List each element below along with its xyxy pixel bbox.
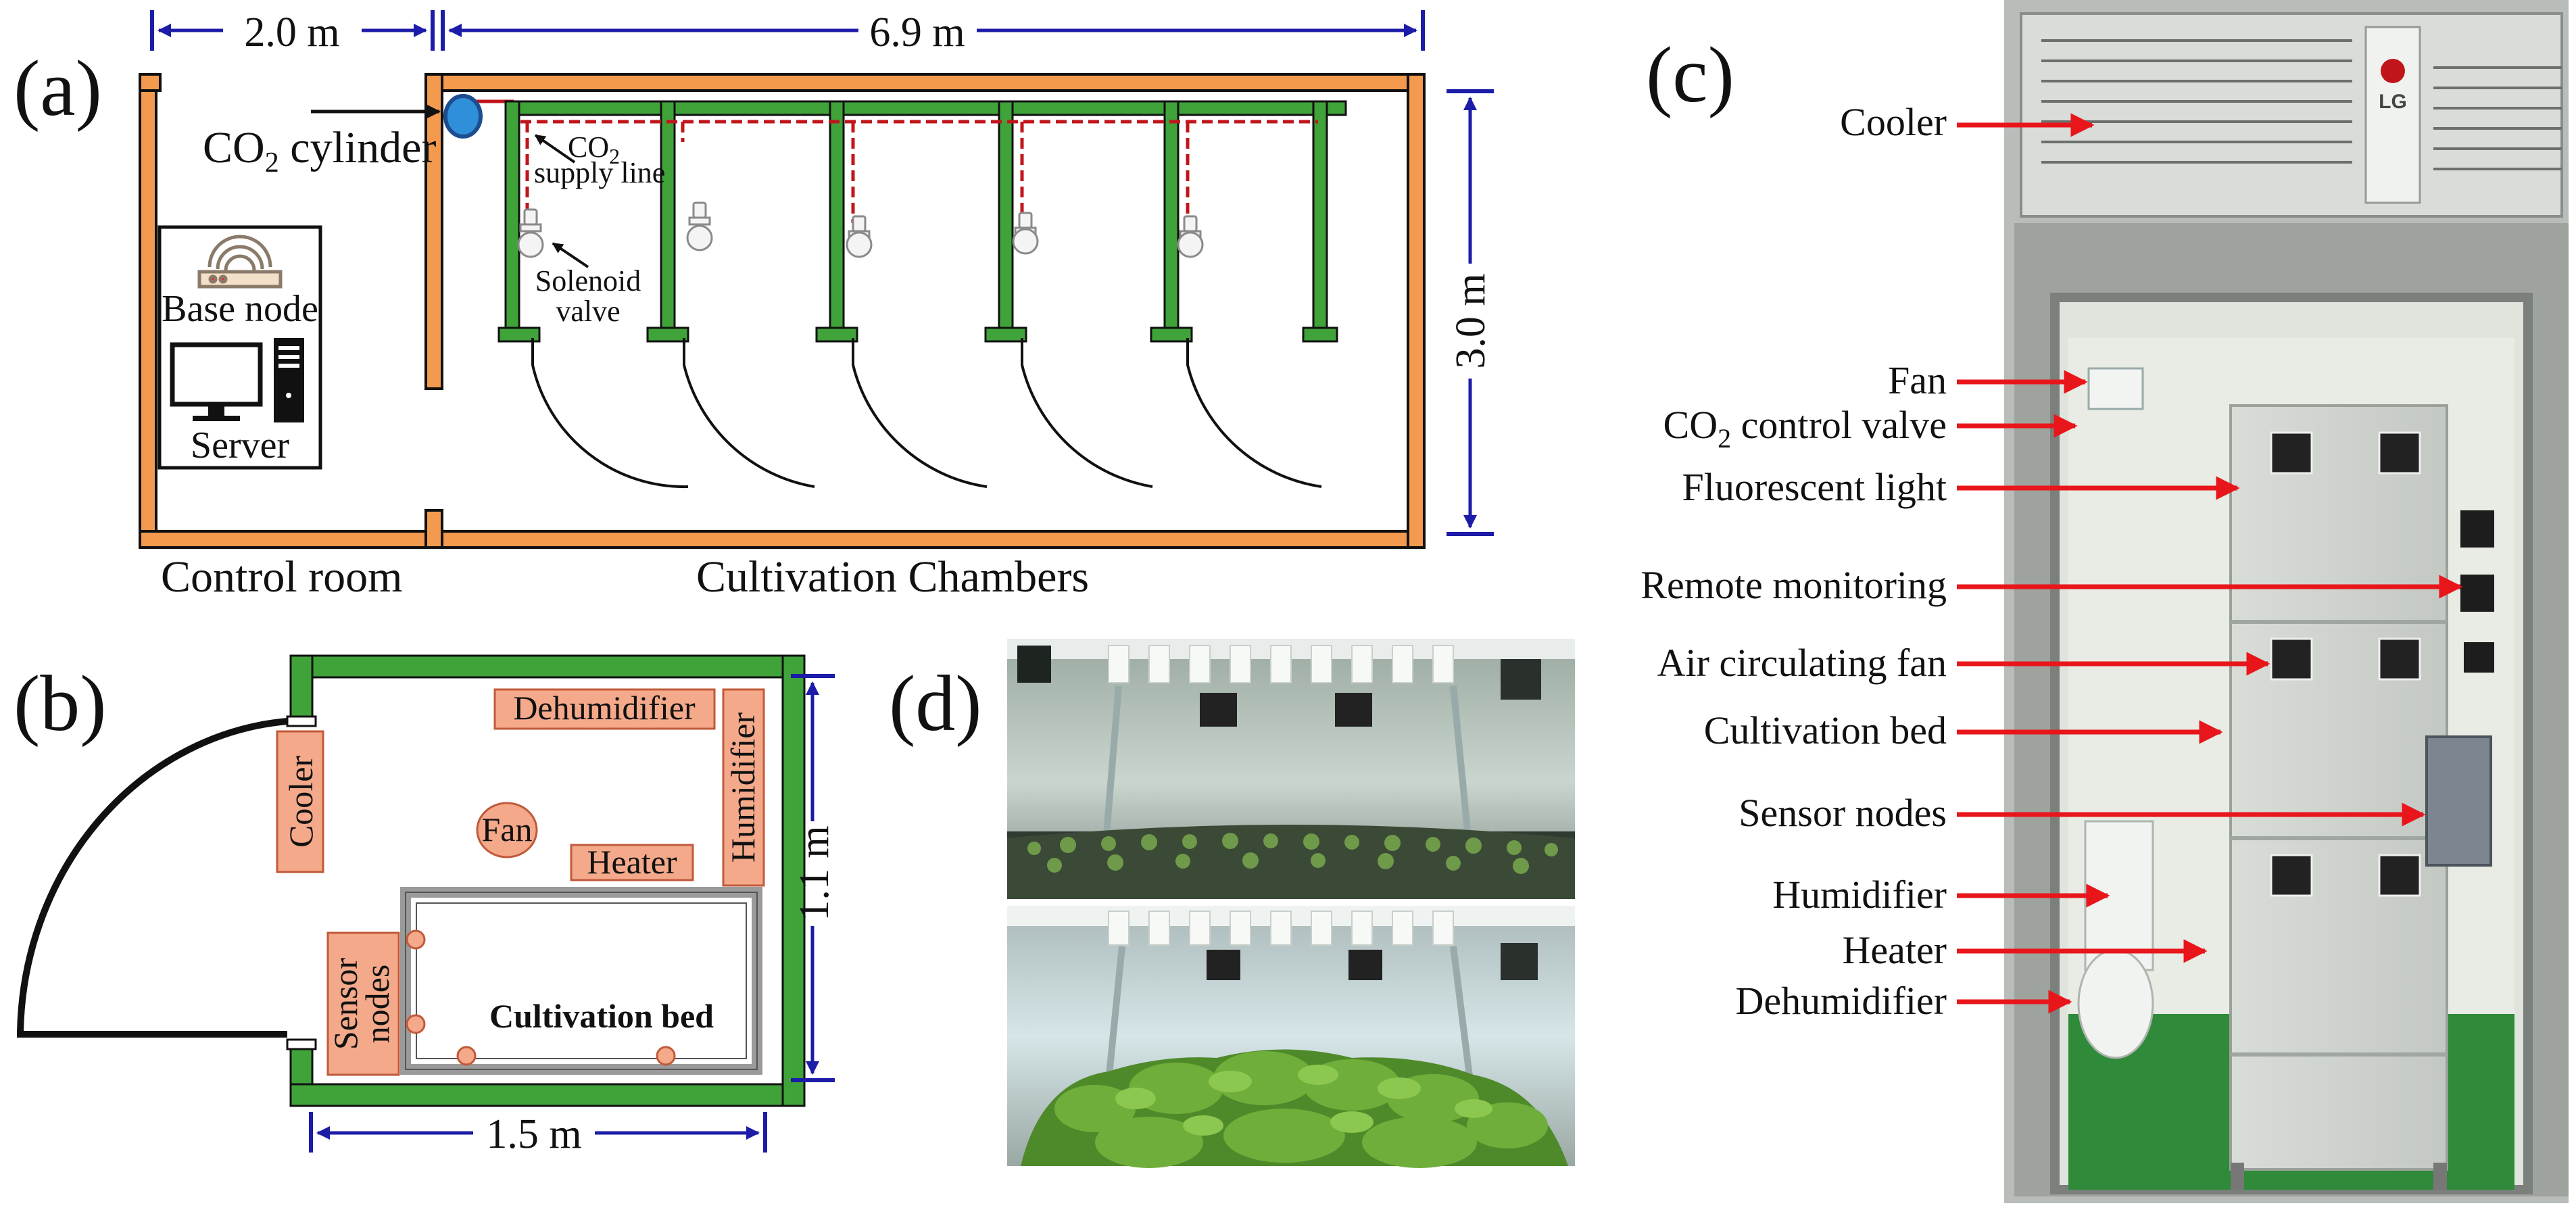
panel-d-letter: (d) [889, 659, 982, 748]
svg-text:Sensor: Sensor [326, 958, 364, 1050]
photo-cabinet [2229, 404, 2448, 1171]
panel-b: (b) Dehumidifier Humidifier Cooler [14, 654, 837, 1157]
solenoid-valve-icon [846, 215, 873, 258]
supply-line-label-2: supply line [534, 156, 665, 189]
label-cooler: Cooler [1840, 100, 1947, 144]
panel-a: (a) 2.0 m 6.9 m 3.0 m [14, 9, 1494, 602]
dimension-chamber-width: 6.9 m [441, 9, 1425, 55]
humidifier-box: Humidifier [722, 688, 765, 887]
label-heater: Heater [1842, 928, 1947, 972]
fan-circle: Fan [476, 802, 538, 858]
dim-height-label: 3.0 m [1448, 273, 1494, 368]
panel-a-letter: (a) [14, 44, 102, 132]
label-bed: Cultivation bed [1704, 708, 1947, 752]
label-sensor: Sensor nodes [1739, 791, 1947, 835]
panel-d: (d) [889, 639, 1575, 1168]
label-co2-valve: CO2 control valve [1663, 403, 1947, 454]
base-node-label: Base node [162, 288, 318, 330]
supply-line-label: CO2 [568, 130, 620, 168]
solenoid-valve-icon [517, 208, 544, 258]
panel-c-letter: (c) [1646, 30, 1734, 119]
label-air-fan: Air circulating fan [1657, 641, 1947, 685]
sensor-dot [406, 1014, 426, 1034]
label-fluorescent: Fluorescent light [1682, 465, 1947, 509]
svg-text:Dehumidifier: Dehumidifier [513, 689, 696, 727]
cultivation-chambers-label: Cultivation Chambers [696, 552, 1089, 602]
svg-text:Fan: Fan [482, 810, 533, 848]
sensor-dot [456, 1046, 477, 1066]
label-fan: Fan [1888, 358, 1947, 402]
photo-fans [2270, 431, 2421, 897]
sensor-dot [656, 1046, 676, 1066]
svg-text:Cultivation bed: Cultivation bed [489, 997, 714, 1035]
co2-cylinder-label: CO2 cylinder [203, 123, 436, 178]
svg-text:1.1 m: 1.1 m [792, 825, 837, 921]
svg-text:1.5 m: 1.5 m [486, 1111, 581, 1157]
solenoid-label-1: Solenoid [535, 264, 641, 297]
lg-logo-text: LG [2379, 91, 2407, 113]
computer-icon [170, 338, 304, 422]
svg-text:Humidifier: Humidifier [724, 712, 762, 863]
dehumidifier-box: Dehumidifier [493, 688, 716, 730]
photo-dehumidifier [2077, 948, 2154, 1059]
solenoid-label-2: valve [556, 295, 620, 328]
dimension-height: 3.0 m [1447, 89, 1494, 536]
dim-chamber-label: 6.9 m [869, 9, 965, 55]
label-remote: Remote monitoring [1641, 563, 1947, 607]
callouts: Cooler Fan CO2 control valve Fluorescent… [1641, 100, 2463, 1023]
floorplan-walls [139, 73, 1426, 549]
co2-cylinder-icon [443, 94, 483, 139]
solenoid-valve-icon [1177, 215, 1204, 258]
server-label: Server [191, 425, 290, 466]
chamber-frame [497, 100, 1347, 343]
photo-cooler [2020, 12, 2563, 218]
svg-text:Heater: Heater [587, 843, 677, 881]
door-swing [16, 718, 288, 1038]
photo-seedlings [1007, 639, 1575, 899]
dimension-bed-height: 1.1 m [791, 674, 837, 1082]
dimension-bed-width: 1.5 m [309, 1111, 767, 1157]
sensor-dot [406, 929, 426, 950]
dimension-control-width: 2.0 m [150, 9, 435, 55]
photo-chamber: LG [2004, 0, 2569, 1203]
svg-text:nodes: nodes [358, 965, 396, 1044]
chamber-door-swings [531, 338, 1322, 489]
cooler-box: Cooler [276, 730, 324, 873]
svg-text:Cooler: Cooler [282, 756, 320, 848]
solenoid-valve-icon [686, 201, 713, 251]
base-server-box: Base node Server [157, 225, 322, 470]
heater-box: Heater [570, 843, 694, 881]
label-humidifier: Humidifier [1772, 873, 1947, 917]
router-icon [197, 235, 283, 289]
panel-b-letter: (b) [14, 659, 107, 748]
control-room-label: Control room [161, 552, 403, 602]
photo-sensor-box [2425, 735, 2492, 867]
panel-c: (c) LG [1641, 0, 2569, 1203]
solenoid-valve-icon [1012, 212, 1039, 255]
solenoid-valves [517, 201, 1204, 258]
sensor-nodes-box: Sensor nodes [326, 931, 400, 1076]
chamber-walls [289, 654, 806, 1107]
label-dehumidifier: Dehumidifier [1736, 979, 1947, 1023]
dim-control-label: 2.0 m [244, 9, 339, 55]
photo-grown-plants [1007, 906, 1575, 1168]
cultivation-bed: Cultivation bed [400, 887, 762, 1075]
co2-supply-line [520, 120, 1318, 223]
